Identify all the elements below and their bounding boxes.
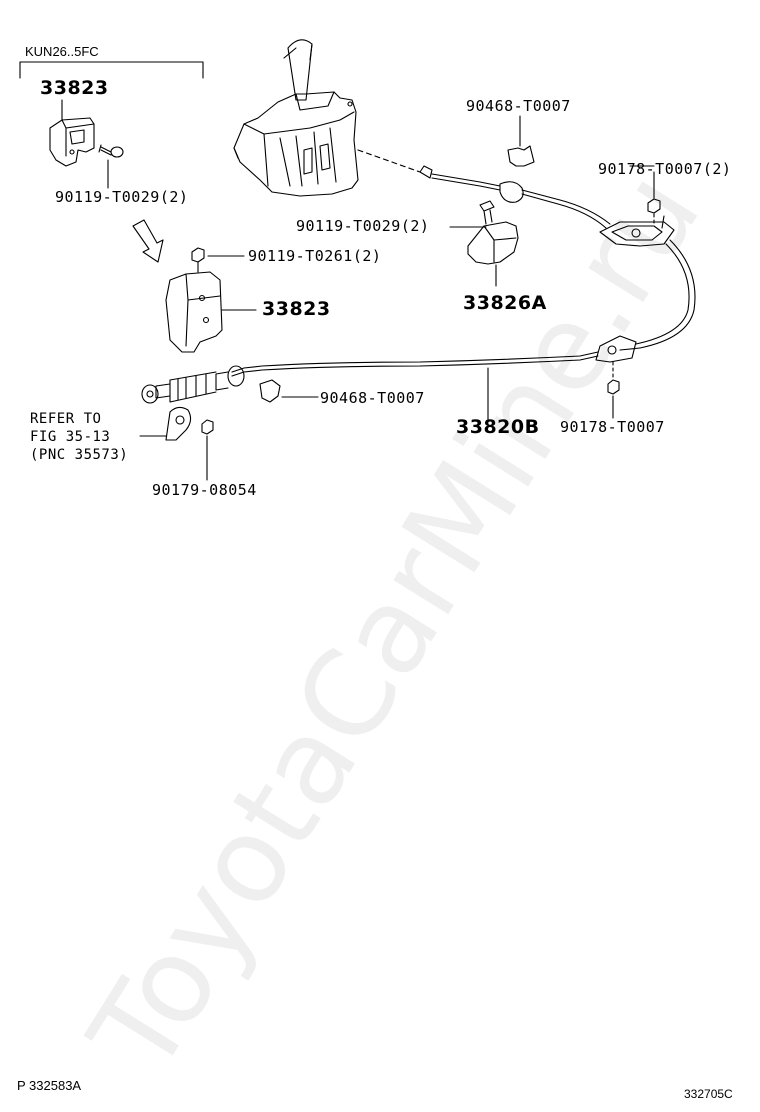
part-label-33820b: 33820B <box>456 416 540 438</box>
pointer-arrow <box>132 219 164 263</box>
part-label-90119-t0029-cable: 90119-T0029(2) <box>296 217 430 235</box>
part-label-90179-08054: 90179-08054 <box>152 481 257 499</box>
shifter-drawing <box>233 39 359 197</box>
nut-clamp-drawing <box>201 419 214 481</box>
part-label-33823-mid: 33823 <box>262 298 331 320</box>
model-bracket-line <box>19 61 204 79</box>
cable-end-drawing <box>141 365 263 404</box>
bracket-mid-drawing <box>165 271 257 353</box>
part-label-90468-t0007-bottom: 90468-T0007 <box>320 389 425 407</box>
clamp-drawing <box>139 406 192 441</box>
part-label-33823-top: 33823 <box>40 77 109 99</box>
bolt-mid-drawing <box>191 247 245 273</box>
clip-top-drawing <box>507 145 535 167</box>
footer-right-code: 332705C <box>684 1087 733 1101</box>
part-label-90119-t0029-left: 90119-T0029(2) <box>55 188 189 206</box>
cable-main-drawing <box>261 239 696 421</box>
nut-bottom-drawing <box>607 379 620 419</box>
part-label-90178-t0007-bottom: 90178-T0007 <box>560 418 665 436</box>
part-label-90119-t0261: 90119-T0261(2) <box>248 247 382 265</box>
bracket-top-drawing <box>49 99 95 167</box>
shifter-cable-dash <box>357 149 421 173</box>
cable-plate-drawing <box>599 215 675 247</box>
model-code-label: KUN26..5FC <box>25 44 99 59</box>
part-label-90178-t0007-top: 90178-T0007(2) <box>598 160 732 178</box>
bolt-cable-drawing <box>449 200 495 228</box>
part-label-90468-t0007-top: 90468-T0007 <box>466 97 571 115</box>
cable-upper-drawing <box>419 165 611 229</box>
bracket-cable-drawing <box>467 221 519 287</box>
part-label-33826a: 33826A <box>463 292 547 314</box>
refer-note: REFER TO FIG 35-13 (PNC 35573) <box>30 411 129 463</box>
nut-top-drawing <box>647 171 661 225</box>
clip-bottom-drawing <box>259 379 319 403</box>
footer-left-code: P 332583A <box>17 1078 82 1093</box>
bolt-top-drawing <box>98 144 124 189</box>
